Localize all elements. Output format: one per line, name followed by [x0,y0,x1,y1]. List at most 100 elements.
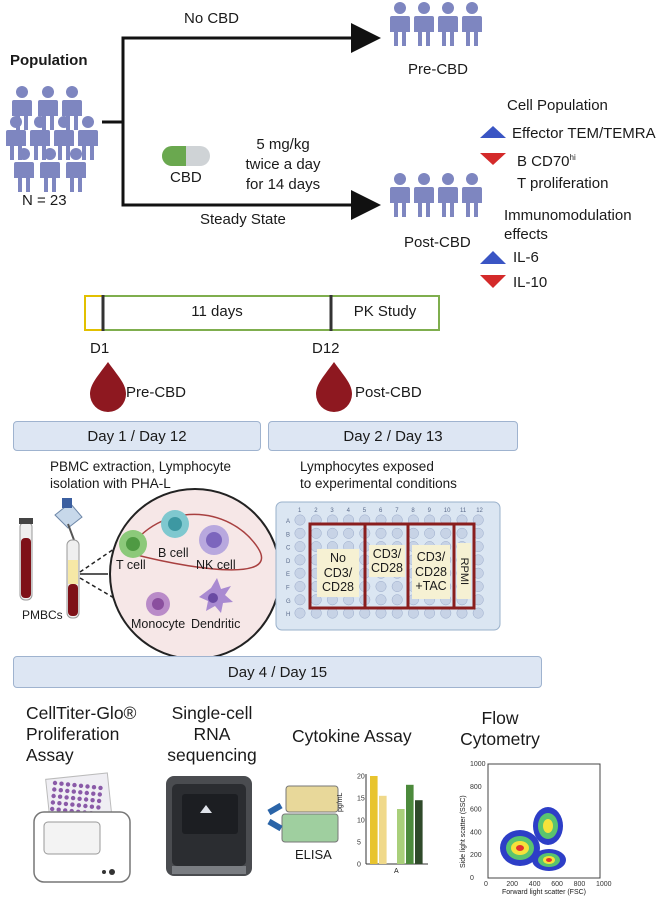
b-cd70-label: B CD70hi [517,153,576,170]
flow-ytick: 200 [470,852,482,859]
ctg-well [77,796,82,801]
ctg-well [72,782,77,788]
ctg-well [57,801,62,806]
timeline-pk: PK Study [353,303,417,320]
plate-well [391,527,403,539]
plate-well [424,527,436,539]
day2-header: Day 2 / Day 13 [268,421,518,451]
dose-line-3: for 14 days [245,176,321,193]
dendritic-label: Dendritic [191,617,241,631]
cell-population-title: Cell Population [507,97,608,114]
pbmcs-label: PMBCs [22,608,63,622]
post-cbd-label: Post-CBD [404,234,471,251]
plate-well [391,581,403,592]
flow-xtick: 800 [574,881,586,888]
plate-well [326,527,338,539]
ctg-well [70,795,76,801]
plate-col-label: 10 [444,508,451,514]
monocyte-label: Monocyte [131,617,186,631]
plate-col-label: 9 [428,508,432,514]
plate-well [294,541,306,553]
plate-well [375,527,387,539]
mini-bar-ytick: 15 [357,796,365,803]
up-arrow-icon [480,126,506,138]
il6-label: IL-6 [513,249,539,266]
population-icon [6,86,98,192]
day1-header: Day 1 / Day 12 [13,421,261,451]
condition-no-cd3-cd28: No CD3/ CD28 [317,549,359,597]
flow-ytick: 800 [470,784,482,791]
immuno-title-1: Immunomodulation [504,207,632,224]
condition-rpmi: RPMI [457,543,471,599]
sequencer-icon [166,776,252,876]
mini-bar [370,776,378,864]
ctg-well [64,795,69,800]
flow-ytick: 0 [470,875,474,882]
cell-zoom-circle [109,488,281,660]
flow-xtick: 400 [529,881,541,888]
plate-col-label: 2 [314,508,318,514]
pre-cbd-sample-label: Pre-CBD [126,384,187,401]
mini-bar-ylabel: pg/mL [337,792,344,812]
immuno-title-2: effects [504,226,548,243]
plate-well [472,514,484,526]
dendritic-icon [199,578,233,613]
ctg-well [65,782,71,787]
ctg-title-2: Proliferation [26,724,120,744]
plate-col-label: 11 [460,508,467,514]
population-title: Population [10,52,88,69]
plate-row-label: G [286,599,291,605]
blood-drop-icon [316,362,352,412]
plate-row-label: E [286,572,290,578]
flow-title-2: Cytometry [460,729,540,749]
plate-well [294,514,306,526]
pipette-icon [54,498,83,541]
flow-xlabel: Forward light scatter (FSC) [501,889,587,896]
condition-cd3-cd28-tac: CD3/ CD28 +TAC [412,545,450,599]
timeline-bar [84,295,440,331]
no-cbd-label: No CBD [184,10,240,27]
day2-desc-2: to experimental conditions [300,476,457,491]
t-proliferation-label: T proliferation [517,175,609,192]
plate-col-label: 5 [363,508,367,514]
plate-row-label: C [286,546,291,552]
ctg-well [63,801,69,807]
plate-col-label: 12 [476,508,483,514]
mini-bar [415,800,423,864]
flow-ytick: 1000 [470,761,486,768]
b-cell-label: B cell [158,546,189,560]
b-cell-icon [161,510,189,538]
mini-bar [406,784,414,864]
plate-row-label: A [286,519,290,525]
pre-cbd-group-icon [390,2,482,46]
flow-ytick: 400 [470,829,482,836]
cytokine-title: Cytokine Assay [292,726,412,746]
plate-well [407,527,419,539]
mini-bar-ytick: 10 [357,818,365,825]
post-cbd-group-icon [390,173,482,217]
ctg-well [91,785,97,790]
plate-well [310,527,322,539]
plate-well [294,554,306,566]
mini-bar-ytick: 5 [357,840,361,847]
ctg-well [89,804,95,809]
ctg-well [59,781,64,786]
ctg-well [96,805,101,810]
plate-col-label: 6 [379,508,383,514]
ctg-well [51,793,56,799]
ctg-well [50,806,55,812]
il10-label: IL-10 [513,274,548,291]
plate-well [294,607,306,619]
elisa-plates-icon [267,785,339,843]
blood-drop-icon [90,362,126,412]
mini-bar [379,795,387,864]
ctg-well [56,807,61,812]
up-arrow-icon [480,251,506,264]
mini-bar [397,809,405,864]
effector-label: Effector TEM/TEMRA [512,125,656,142]
plate-row-label: F [286,586,290,592]
pbmc-tube-icon [66,539,80,619]
plate-row-label: H [286,612,290,618]
